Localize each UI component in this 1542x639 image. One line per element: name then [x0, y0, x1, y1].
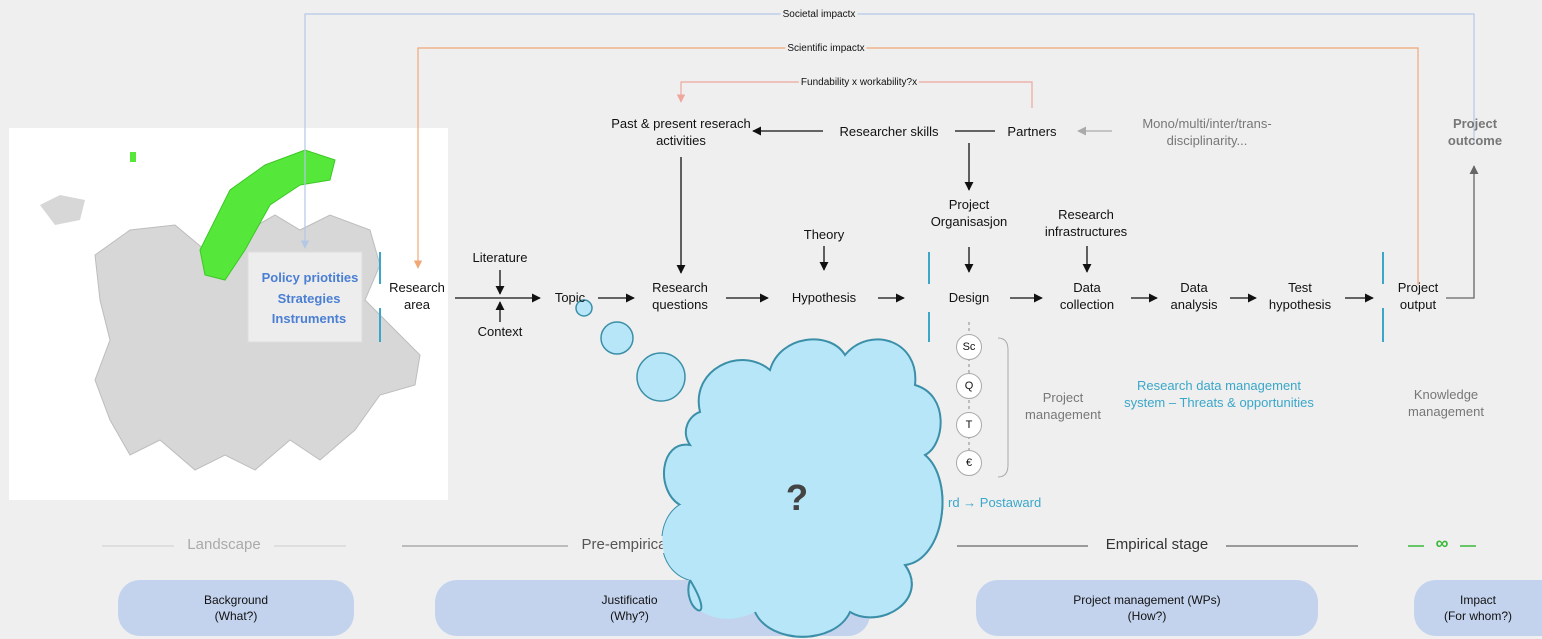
knowledge-management-label: Knowledge management	[1408, 387, 1484, 419]
pill-project-management-sub: (How?)	[1127, 609, 1167, 623]
topic-node: Topic	[554, 290, 586, 305]
theory-node: Theory	[803, 227, 845, 242]
research-area-node: Research area	[389, 280, 445, 312]
test-hypothesis-node: Test hypothesis	[1268, 280, 1332, 312]
project-management-label: Project management	[1025, 390, 1101, 422]
researcher-skills-node: Researcher skills	[839, 124, 939, 139]
stage-impact-symbol: ∞	[1431, 533, 1453, 554]
disciplinarity-node: Mono/multi/inter/trans-disciplinarity...	[1142, 116, 1272, 148]
pill-background: Background (What?)	[118, 580, 354, 636]
pill-project-management-title: Project management (WPs)	[1073, 593, 1221, 607]
thought-bubble-large	[636, 352, 686, 402]
scope-circle: Sc	[956, 334, 982, 360]
pill-impact-title: Impact	[1459, 593, 1496, 607]
pill-impact: Impact (For whom?)	[1414, 580, 1542, 636]
instruments-label: Instruments	[271, 311, 347, 326]
societal-impact-line	[300, 13, 1475, 249]
quality-circle: Q	[956, 373, 982, 399]
europe-map-icon	[40, 149, 421, 471]
time-circle: T	[956, 412, 982, 438]
research-questions-node: Research questions	[652, 280, 708, 312]
data-analysis-node: Data analysis	[1170, 280, 1218, 312]
past-present-node: Past & present reserach activities	[611, 116, 751, 148]
stage-landscape: Landscape	[183, 536, 265, 553]
literature-node: Literature	[472, 250, 528, 265]
strategies-label: Strategies	[277, 291, 341, 306]
research-infrastructures-node: Research infrastructures	[1044, 207, 1128, 239]
fundability-label: Fundability x workability?x	[798, 74, 920, 91]
pill-background-sub: (What?)	[214, 609, 258, 623]
postaward-label: rd → Postaward	[948, 495, 1042, 510]
context-node: Context	[477, 324, 523, 339]
partners-node: Partners	[1007, 124, 1057, 139]
pill-justification-sub: (Why?)	[610, 609, 649, 623]
scientific-impact-label: Scientific impactx	[785, 40, 867, 57]
data-collection-node: Data collection	[1059, 280, 1115, 312]
design-node: Design	[948, 290, 990, 305]
scientific-impact-line	[413, 47, 1419, 285]
project-output-node: Project output	[1397, 280, 1439, 312]
stage-pre-empirical: Pre-empirica	[577, 536, 671, 553]
thought-bubble-small	[575, 299, 593, 317]
pill-project-management: Project management (WPs) (How?)	[976, 580, 1318, 636]
project-organisation-node: Project Organisasjon	[930, 197, 1008, 229]
pill-background-title: Background	[203, 593, 269, 607]
societal-impact-label: Societal impactx	[780, 6, 858, 23]
question-mark-overlay: ?	[786, 477, 808, 518]
policy-label: Policy priotities	[261, 270, 359, 285]
pill-justification: Justificatio (Why?)	[435, 580, 870, 636]
hypothesis-node: Hypothesis	[791, 290, 857, 305]
cost-circle: €	[956, 450, 982, 476]
thought-bubble-medium	[600, 321, 634, 355]
pill-impact-sub: (For whom?)	[1443, 609, 1512, 623]
stage-empirical: Empirical stage	[1101, 536, 1213, 553]
rdm-label: Research data management system – Threat…	[1124, 378, 1314, 410]
project-outcome-node: Project outcome	[1447, 116, 1503, 148]
pill-justification-title: Justificatio	[601, 593, 658, 607]
